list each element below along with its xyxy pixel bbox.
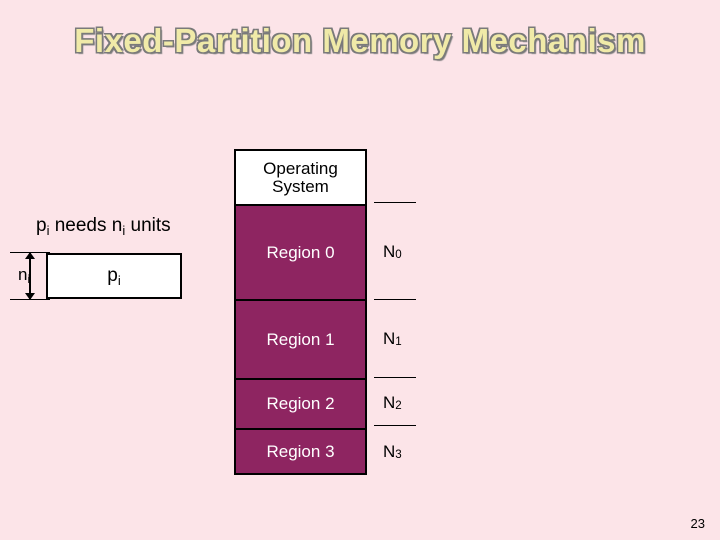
page-title: Fixed-Partition Memory Mechanism [74, 22, 646, 59]
region-0-label: Region 0 [266, 242, 335, 262]
os-line-2: System [272, 176, 329, 196]
arrow-up-icon [25, 252, 35, 259]
os-line-1: Operating [263, 158, 338, 178]
region-divider-tick-0 [374, 202, 416, 203]
process-size-label: ni [18, 265, 31, 287]
region-size-0-base: N [383, 241, 396, 261]
region-divider-tick-1 [374, 299, 416, 300]
process-size-arrow-line [29, 252, 31, 300]
process-need-label: pi needs ni units [36, 215, 171, 238]
process-box: pi [46, 253, 182, 299]
region-size-3-base: N [383, 441, 396, 461]
process-need-p: p [36, 215, 47, 236]
process-size-base: n [18, 265, 28, 284]
arrow-down-icon [25, 293, 35, 300]
region-size-1-sub: 1 [395, 335, 402, 348]
memory-cell-region-2: Region 2 [234, 378, 367, 428]
page-number: 23 [690, 516, 705, 531]
region-1-label: Region 1 [266, 329, 335, 349]
process-box-label: pi [107, 265, 121, 288]
process-need-suffix: units [125, 215, 171, 236]
region-size-2-sub: 2 [395, 400, 402, 413]
process-need-n-sub: i [122, 222, 126, 238]
region-3-label: Region 3 [266, 441, 335, 461]
memory-cell-operating-system: Operating System [234, 149, 367, 204]
region-size-3-sub: 3 [395, 448, 402, 461]
region-size-2-base: N [383, 393, 396, 412]
region-divider-tick-2 [374, 377, 416, 378]
memory-cell-region-1: Region 1 [234, 299, 367, 378]
process-need-p-sub: i [46, 222, 50, 238]
region-size-spacer [374, 149, 422, 204]
region-size-1-base: N [383, 328, 396, 348]
region-size-0-sub: 0 [395, 248, 402, 261]
memory-cell-region-3: Region 3 [234, 428, 367, 475]
region-divider-tick-3 [374, 425, 416, 426]
region-2-label: Region 2 [266, 394, 335, 414]
process-box-base: p [107, 265, 118, 286]
process-size-sub: i [27, 274, 31, 287]
memory-column: Operating System Region 0 Region 1 Regio… [234, 149, 367, 475]
memory-cell-region-0: Region 0 [234, 204, 367, 299]
process-box-sub: i [117, 272, 121, 288]
process-need-middle: needs n [49, 215, 123, 236]
